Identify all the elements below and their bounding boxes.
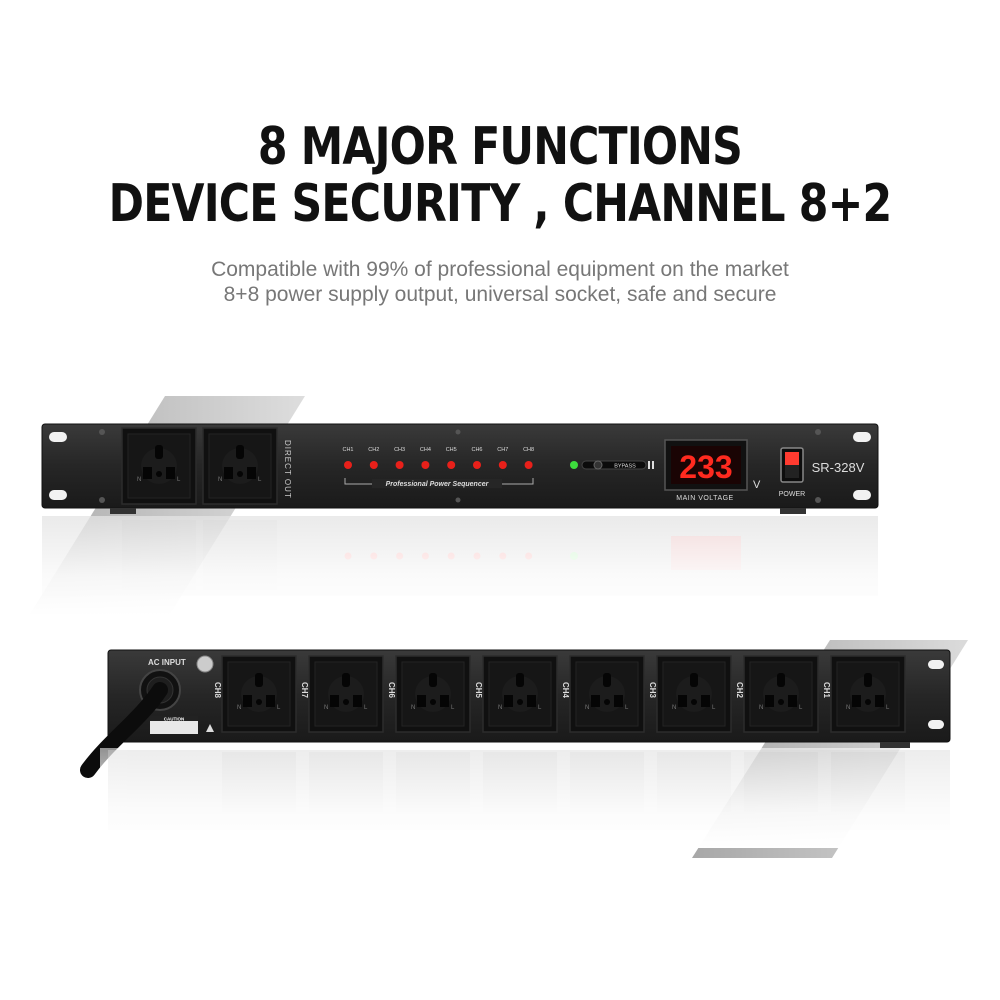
screw (815, 429, 821, 435)
rear-socket (221, 655, 297, 733)
channel-label: CH4 (420, 447, 431, 453)
channel-led (344, 461, 352, 469)
voltage-unit: V (753, 479, 761, 491)
channel-label: CH2 (368, 447, 379, 453)
screw (99, 497, 105, 503)
caution-label: CAUTION (164, 717, 185, 722)
rear-socket (656, 655, 732, 733)
rear-socket (743, 655, 819, 733)
power-label: POWER (779, 491, 805, 498)
rear-channel-label: CH8 (213, 682, 222, 699)
channel-label: CH8 (523, 447, 534, 453)
rear-socket (308, 655, 384, 733)
power-cord (80, 682, 168, 778)
rear-channel-label: CH6 (387, 682, 396, 699)
sequencer-label: Professional Power Sequencer (386, 481, 490, 488)
rear-socket (569, 655, 645, 733)
main-voltage-label: MAIN VOLTAGE (676, 495, 733, 502)
bypass-led (570, 461, 578, 469)
direct-out-label: DIRECT OUT (283, 440, 292, 499)
ac-input-label: AC INPUT (148, 658, 186, 667)
rear-channel-label: CH2 (735, 682, 744, 699)
front-panel: DIRECT OUT CH1 CH2 CH3 CH4 CH5 CH6 CH7 C… (41, 423, 879, 514)
channel-label: CH6 (471, 447, 482, 453)
channel-led (473, 461, 481, 469)
channel-led (524, 461, 533, 469)
model-label: SR-328V (812, 460, 865, 475)
rear-socket (395, 655, 471, 733)
rear-channel-label: CH1 (822, 682, 831, 699)
rear-socket (482, 655, 558, 733)
screw (815, 497, 821, 503)
headline-line-2: DEVICE SECURITY , CHANNEL 8+2 (108, 174, 893, 234)
channel-led (421, 461, 430, 469)
front-socket (202, 427, 278, 505)
channel-label: CH3 (394, 447, 405, 453)
rear-channel-label: CH5 (474, 682, 483, 699)
screw (455, 429, 461, 435)
front-socket (121, 427, 197, 505)
rack-slot (853, 490, 871, 500)
subtitle-line-1: Compatible with 99% of professional equi… (211, 258, 789, 281)
rear-channel-label: CH7 (300, 682, 309, 699)
channel-led-group (344, 461, 533, 469)
subtitle-line-2: 8+8 power supply output, universal socke… (223, 283, 777, 306)
rear-panel: AC INPUT CAUTION CH8 CH7 CH6 CH5 CH4 CH3… (80, 649, 951, 778)
rack-slot (49, 432, 67, 442)
channel-led (395, 461, 404, 469)
rear-channel-label: CH3 (648, 682, 657, 699)
channel-label: CH7 (497, 447, 508, 453)
ground-screw (196, 655, 214, 673)
rear-socket (830, 655, 906, 733)
rear-channel-label: CH4 (561, 682, 570, 699)
headline-line-1: 8 MAJOR FUNCTIONS (257, 117, 743, 177)
screw (99, 429, 105, 435)
channel-label: CH1 (342, 447, 353, 453)
rack-slot (49, 490, 67, 500)
bypass-label: BYPASS (614, 464, 636, 470)
screw (455, 497, 461, 503)
channel-led (369, 461, 378, 469)
voltage-readout: 233 (679, 449, 732, 485)
channel-label: CH5 (446, 447, 457, 453)
channel-led (447, 461, 456, 469)
channel-led (498, 461, 507, 469)
rack-slot (853, 432, 871, 442)
